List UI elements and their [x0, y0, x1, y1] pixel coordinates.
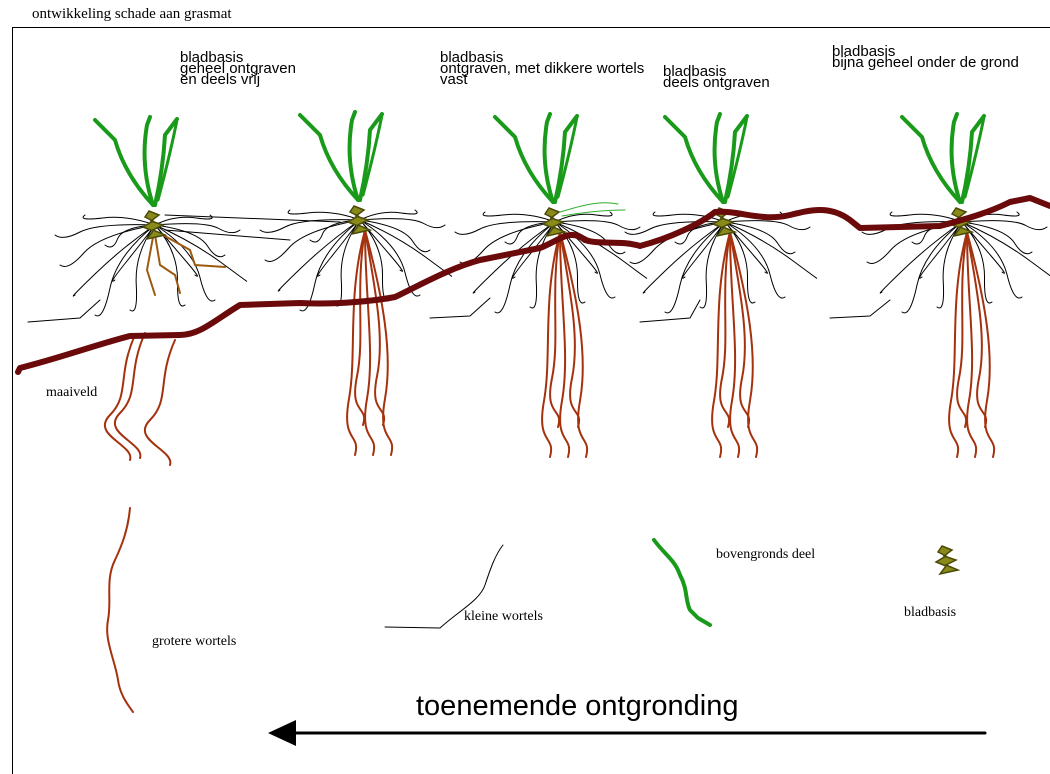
arrow-head	[268, 720, 296, 746]
plant-label-1: bladbasis geheel ontgraven en deels vrij	[180, 52, 296, 85]
plant-label-2: bladbasis ontgraven, met dikkere wortels…	[440, 52, 644, 85]
thin-root	[830, 300, 890, 318]
leaf-base-icon	[143, 211, 165, 239]
large-root	[542, 232, 560, 457]
legend-above-ground-label: bovengronds deel	[716, 547, 815, 563]
legend-small-roots-label: kleine wortels	[464, 609, 543, 625]
plant-label-4: bladbasis bijna geheel onder de grond	[832, 46, 1019, 68]
thin-root	[430, 298, 490, 318]
ground-level-label: maaiveld	[46, 385, 97, 401]
thin-root	[155, 225, 247, 281]
grass-blade	[715, 114, 723, 202]
large-root	[949, 232, 967, 457]
leaf-base-icon	[543, 208, 565, 236]
large-root	[720, 232, 730, 427]
thin-root	[83, 215, 155, 225]
grass-blade	[545, 114, 553, 202]
large-root	[712, 232, 730, 457]
grass-blade	[145, 117, 153, 205]
thin-root	[483, 212, 555, 222]
thin-root	[60, 225, 155, 267]
large-root	[957, 232, 967, 427]
thin-root	[165, 215, 340, 222]
legend-large-roots-label: grotere wortels	[152, 634, 236, 650]
large-root	[355, 230, 365, 425]
large-root	[145, 340, 175, 465]
exposed-root	[147, 237, 155, 295]
legend-leaf-base-label: bladbasis	[904, 605, 956, 621]
arrow-label: toenemende ontgronding	[416, 690, 738, 723]
plant-label-3: bladbasis deels ontgraven	[663, 66, 770, 88]
exposed-root	[163, 235, 225, 267]
thin-root	[28, 300, 100, 322]
large-root	[115, 333, 145, 458]
large-root	[550, 232, 560, 427]
thin-root	[288, 210, 360, 220]
legend-large-root-icon	[107, 508, 133, 712]
leaf-base-icon	[348, 206, 370, 234]
thin-root	[640, 300, 700, 322]
legend-grass-icon	[654, 540, 710, 625]
grass-blade	[952, 114, 960, 202]
grass-blade	[350, 112, 358, 200]
leaf-base-icon	[936, 546, 958, 574]
thin-root	[265, 220, 360, 262]
large-root	[347, 230, 365, 455]
